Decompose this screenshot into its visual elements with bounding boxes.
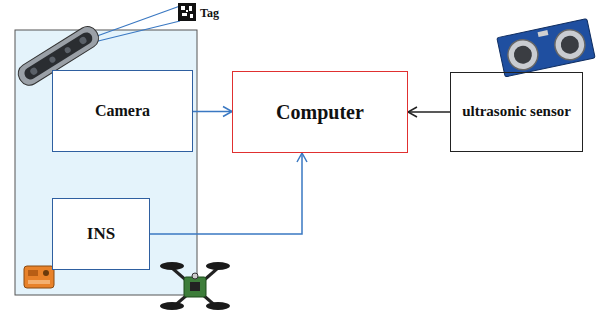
tag-icon <box>178 3 196 21</box>
arrow-connector <box>193 107 232 117</box>
node-label: Camera <box>95 102 150 120</box>
node-label: ultrasonic sensor <box>462 103 571 120</box>
drone <box>160 262 230 310</box>
drone-panel <box>15 30 197 295</box>
tag-label: Tag <box>200 6 219 21</box>
sight-line <box>86 21 180 44</box>
ins-box: INS <box>52 198 150 270</box>
arrow-connector <box>150 153 307 234</box>
ins-device <box>24 266 54 288</box>
node-label: Computer <box>276 101 364 124</box>
ultrasonic-device <box>497 19 595 77</box>
camera-box: Camera <box>52 70 193 152</box>
arrow-connector <box>408 107 450 117</box>
sight-line <box>86 6 180 40</box>
sensor-box: ultrasonic sensor <box>450 72 583 152</box>
node-label: INS <box>87 224 115 244</box>
computer-box: Computer <box>232 71 408 153</box>
